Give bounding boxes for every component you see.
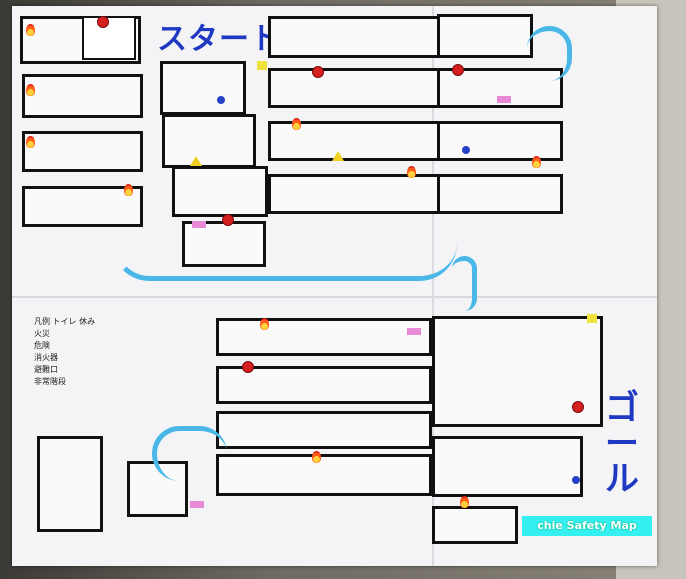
room-block	[432, 436, 583, 497]
route-arrow-icon	[112, 206, 457, 281]
map-legend: 凡例 トイレ 休み 火災 危険 消火器 避難口 非常階段	[34, 316, 222, 446]
fire-icon	[532, 156, 541, 168]
room-block	[162, 114, 256, 168]
classroom-row	[268, 174, 446, 214]
route-arrow-icon	[527, 26, 572, 81]
fire-icon	[26, 24, 35, 36]
room-block	[160, 61, 246, 115]
exit-tag-icon	[497, 96, 511, 103]
classroom-row	[437, 14, 533, 58]
room-block	[172, 166, 268, 217]
room-block	[182, 221, 266, 267]
marker-blue-icon	[572, 476, 580, 484]
stairs-tag-icon	[257, 61, 267, 70]
fire-icon	[26, 136, 35, 148]
room-block	[22, 74, 143, 118]
extinguisher-dot-icon	[222, 214, 234, 226]
classroom-row	[437, 121, 563, 161]
marker-blue-icon	[217, 96, 225, 104]
classroom-row	[216, 454, 432, 496]
paper-seam-vertical	[432, 6, 434, 566]
warning-icon	[332, 151, 344, 161]
legend-row: 火災	[34, 329, 50, 338]
legend-row: 消火器	[34, 353, 58, 362]
room-block	[22, 131, 143, 172]
exit-tag-icon	[192, 221, 206, 228]
room-block	[432, 506, 518, 544]
classroom-row	[268, 68, 446, 108]
fire-icon	[260, 318, 269, 330]
paper-seam-horizontal	[12, 296, 657, 298]
classroom-row	[216, 318, 432, 356]
classroom-row	[216, 366, 432, 404]
exit-tag-icon	[190, 501, 204, 508]
fire-icon	[292, 118, 301, 130]
classroom-row	[216, 411, 432, 449]
fire-icon	[312, 451, 321, 463]
fire-icon	[26, 84, 35, 96]
classroom-row	[437, 174, 563, 214]
fire-icon	[124, 184, 133, 196]
warning-icon	[190, 156, 202, 166]
goal-label: ゴール	[605, 388, 639, 500]
extinguisher-dot-icon	[312, 66, 324, 78]
route-arrow-icon	[152, 426, 227, 481]
fire-icon	[460, 496, 469, 508]
classroom-row	[268, 16, 446, 58]
exit-tag-icon	[407, 328, 421, 335]
extinguisher-dot-icon	[97, 16, 109, 28]
safety-map-poster: スタート 凡例 トイレ 休み 火災 危険 消火器 避難口 非常階段 ゴール	[12, 6, 657, 566]
room-block	[37, 436, 103, 532]
legend-row: 危険	[34, 341, 50, 350]
extinguisher-dot-icon	[242, 361, 254, 373]
marker-blue-icon	[462, 146, 470, 154]
stairs-tag-icon	[587, 314, 597, 323]
start-label: スタート	[157, 22, 281, 57]
classroom-row	[268, 121, 446, 161]
route-arrow-icon	[452, 256, 477, 311]
legend-row: 凡例 トイレ 休み	[34, 317, 96, 326]
fire-icon	[407, 166, 416, 178]
extinguisher-dot-icon	[572, 401, 584, 413]
legend-row: 避難口	[34, 365, 58, 374]
safety-map-caption: chie Safety Map	[522, 516, 652, 536]
legend-row: 非常階段	[34, 377, 66, 386]
room	[82, 16, 136, 60]
extinguisher-dot-icon	[452, 64, 464, 76]
